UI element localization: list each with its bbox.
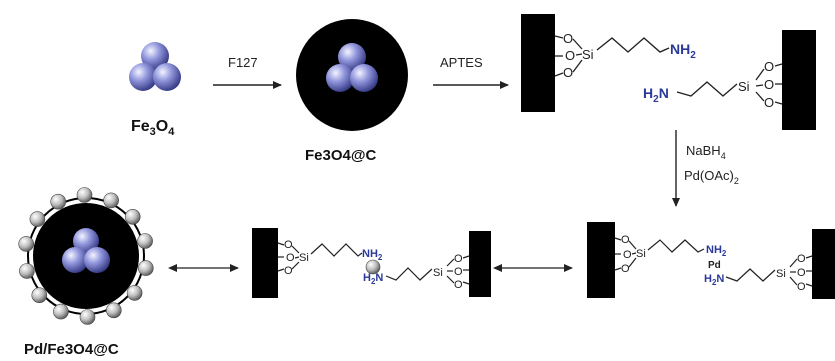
fe3o4-sphere <box>84 247 110 273</box>
pd-nanoparticle <box>137 233 153 249</box>
pd-nanoparticle <box>124 209 141 225</box>
fe3o4-sphere <box>73 228 99 254</box>
amine-group: NH2 <box>362 248 383 262</box>
svg-text:O: O <box>764 77 774 92</box>
pd-nanoparticle <box>106 302 122 319</box>
svg-text:O: O <box>454 253 463 265</box>
fe3o4-label: Fe3O4 <box>131 118 175 138</box>
svg-text:Si: Si <box>738 79 750 94</box>
pd-fe3o4-at-c-label: Pd/Fe3O4@C <box>24 341 119 358</box>
svg-text:Si: Si <box>636 248 646 260</box>
svg-text:O: O <box>454 279 463 291</box>
svg-text:O: O <box>797 253 806 265</box>
svg-text:Si: Si <box>299 252 309 264</box>
pd-nanoparticle <box>79 309 96 325</box>
svg-text:Si: Si <box>582 47 594 62</box>
amine-group: NH2 <box>670 41 696 61</box>
svg-text:O: O <box>797 267 806 279</box>
pd-nanoparticle <box>29 211 46 227</box>
amine-group: NH2 <box>706 244 727 258</box>
pd-nanoparticle <box>53 303 69 320</box>
fe3o4-sphere <box>326 64 354 92</box>
pd-nanoparticle <box>365 259 381 275</box>
svg-text:O: O <box>284 265 293 277</box>
fe3o4-sphere <box>62 247 88 273</box>
svg-text:O: O <box>797 281 806 293</box>
svg-text:O: O <box>764 59 774 74</box>
reagent-nabh4: NaBH4 <box>686 143 726 161</box>
reagent-aptes: APTES <box>440 55 483 70</box>
surface-slab-left <box>521 14 555 112</box>
fe3o4-nanoparticle <box>129 42 181 91</box>
reagent-f127: F127 <box>228 55 258 70</box>
pd-nanoparticle <box>19 263 35 279</box>
svg-text:O: O <box>565 48 575 63</box>
fe3o4-at-c-label: Fe3O4@C <box>305 147 376 164</box>
reagent-pd-oac-2: Pd(OAc)2 <box>684 168 739 186</box>
svg-text:O: O <box>286 252 295 264</box>
pd-coordinated-surface: O O O Si NH2 Pd O O O Si H2N <box>587 222 835 299</box>
svg-text:Si: Si <box>433 267 443 279</box>
svg-text:O: O <box>454 266 463 278</box>
surface-slab-left <box>252 228 278 298</box>
surface-slab-right <box>469 231 491 297</box>
fe3o4-sphere <box>129 63 157 91</box>
svg-text:O: O <box>621 263 630 275</box>
svg-text:Si: Si <box>776 268 786 280</box>
svg-text:O: O <box>764 95 774 110</box>
pd-nanoparticle <box>18 236 35 252</box>
surface-slab-left <box>587 222 615 298</box>
pd-nanoparticle <box>138 260 154 276</box>
pd-nanoparticle <box>50 193 67 210</box>
amine-group: H2N <box>643 85 669 105</box>
svg-text:O: O <box>563 31 573 46</box>
amine-group: H2N <box>704 273 724 287</box>
pd-nanoparticle <box>31 287 48 304</box>
svg-text:O: O <box>563 65 573 80</box>
surface-slab-right <box>782 30 816 130</box>
pd-nanoparticle <box>76 187 93 203</box>
pd-nanoparticle <box>103 192 119 209</box>
svg-text:O: O <box>284 239 293 251</box>
pd-reduced-surface: O O O Si NH2 O O O Si H2N <box>252 228 491 298</box>
aptes-functionalized-surface: O O O Si NH2 O O O Si H2N <box>521 14 816 130</box>
pd-nanoparticle <box>126 285 143 301</box>
fe3o4-sphere <box>338 43 366 71</box>
pd-fe3o4-at-c-particle <box>18 187 154 325</box>
fe3o4-sphere <box>153 63 181 91</box>
pd-ion: Pd <box>708 260 721 271</box>
fe3o4-at-c-particle <box>296 19 408 131</box>
surface-slab-right <box>812 229 835 299</box>
svg-text:O: O <box>621 234 630 246</box>
fe3o4-sphere <box>350 64 378 92</box>
fe3o4-sphere <box>141 42 169 70</box>
svg-text:O: O <box>623 249 632 261</box>
amine-group: H2N <box>363 272 383 286</box>
